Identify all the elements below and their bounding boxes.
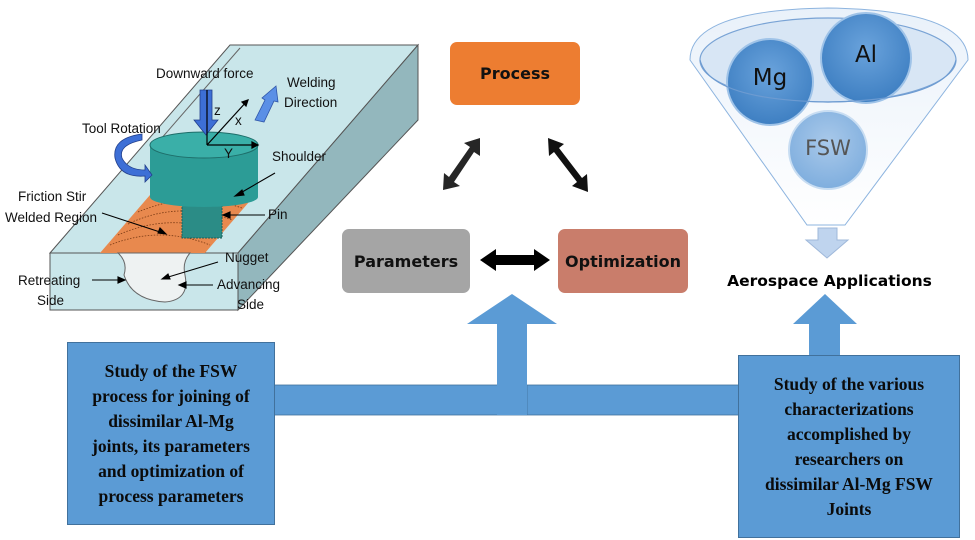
label-welding-direction-1: Welding: [287, 75, 336, 90]
process-box: Process: [450, 42, 580, 105]
label-tool-rotation: Tool Rotation: [82, 121, 161, 136]
ball-al-label: Al: [854, 42, 878, 68]
label-shoulder: Shoulder: [272, 149, 327, 164]
study-box-right: Study of the various characterizations a…: [738, 355, 960, 538]
label-friction-stir-1: Friction Stir: [18, 189, 87, 204]
label-retreating-2: Side: [37, 293, 65, 308]
double-arrow-parameters-optimization: [480, 249, 550, 271]
label-axis-y: Y: [224, 146, 234, 161]
ball-mg-label: Mg: [752, 65, 788, 91]
tool-rotation-icon: [114, 133, 153, 183]
study-left-line: dissimilar Al-Mg: [108, 410, 234, 431]
welding-direction-arrow: [254, 85, 279, 123]
ball-al: [820, 12, 912, 104]
fsw-schematic: [48, 43, 420, 312]
study-left-line: and optimization of: [98, 460, 244, 481]
study-right-line: characterizations: [784, 398, 914, 419]
label-axis-x: x: [235, 113, 242, 128]
study-left-line: joints, its parameters: [92, 435, 250, 456]
cycle-arrows: [443, 138, 588, 271]
parameters-label: Parameters: [353, 251, 459, 271]
aerospace-applications-label: Aerospace Applications: [727, 272, 932, 290]
study-right-line: dissimilar Al-Mg FSW: [765, 473, 933, 494]
label-axis-z: z: [214, 103, 221, 118]
optimization-label: Optimization: [565, 251, 681, 271]
funnel: [689, 7, 969, 259]
label-downward-force: Downward force: [156, 66, 254, 81]
funnel-down-arrow: [804, 227, 850, 259]
label-retreating-1: Retreating: [18, 273, 81, 288]
up-arrow-to-cycle: [467, 294, 557, 415]
label-advancing-1: Advancing: [217, 277, 281, 292]
ball-fsw: [788, 110, 868, 190]
label-nugget: Nugget: [225, 250, 269, 265]
ball-mg: [726, 38, 814, 126]
study-right-line: Study of the various: [773, 373, 925, 394]
process-label: Process: [480, 64, 550, 83]
study-right-line: researchers on: [794, 448, 904, 469]
study-left-line: process for joining of: [92, 385, 250, 406]
study-left-line: process parameters: [98, 485, 244, 506]
study-box-left: Study of the FSW process for joining of …: [67, 342, 275, 525]
double-arrow-process-optimization: [548, 138, 588, 192]
study-right-line: Joints: [826, 498, 872, 519]
parameters-box: Parameters: [342, 229, 470, 293]
study-right-line: accomplished by: [787, 423, 911, 444]
label-friction-stir-2: Welded Region: [5, 210, 98, 225]
study-left-line: Study of the FSW: [104, 360, 238, 381]
nugget: [116, 252, 192, 303]
label-pin: Pin: [268, 207, 288, 222]
up-arrow-to-aerospace: [793, 294, 857, 356]
optimization-box: Optimization: [558, 229, 688, 293]
label-advancing-2: Side: [237, 297, 265, 312]
downward-force-arrow: [193, 89, 219, 136]
double-arrow-process-parameters: [443, 138, 480, 190]
ball-fsw-label: FSW: [805, 136, 851, 160]
label-welding-direction-2: Direction: [284, 95, 338, 110]
